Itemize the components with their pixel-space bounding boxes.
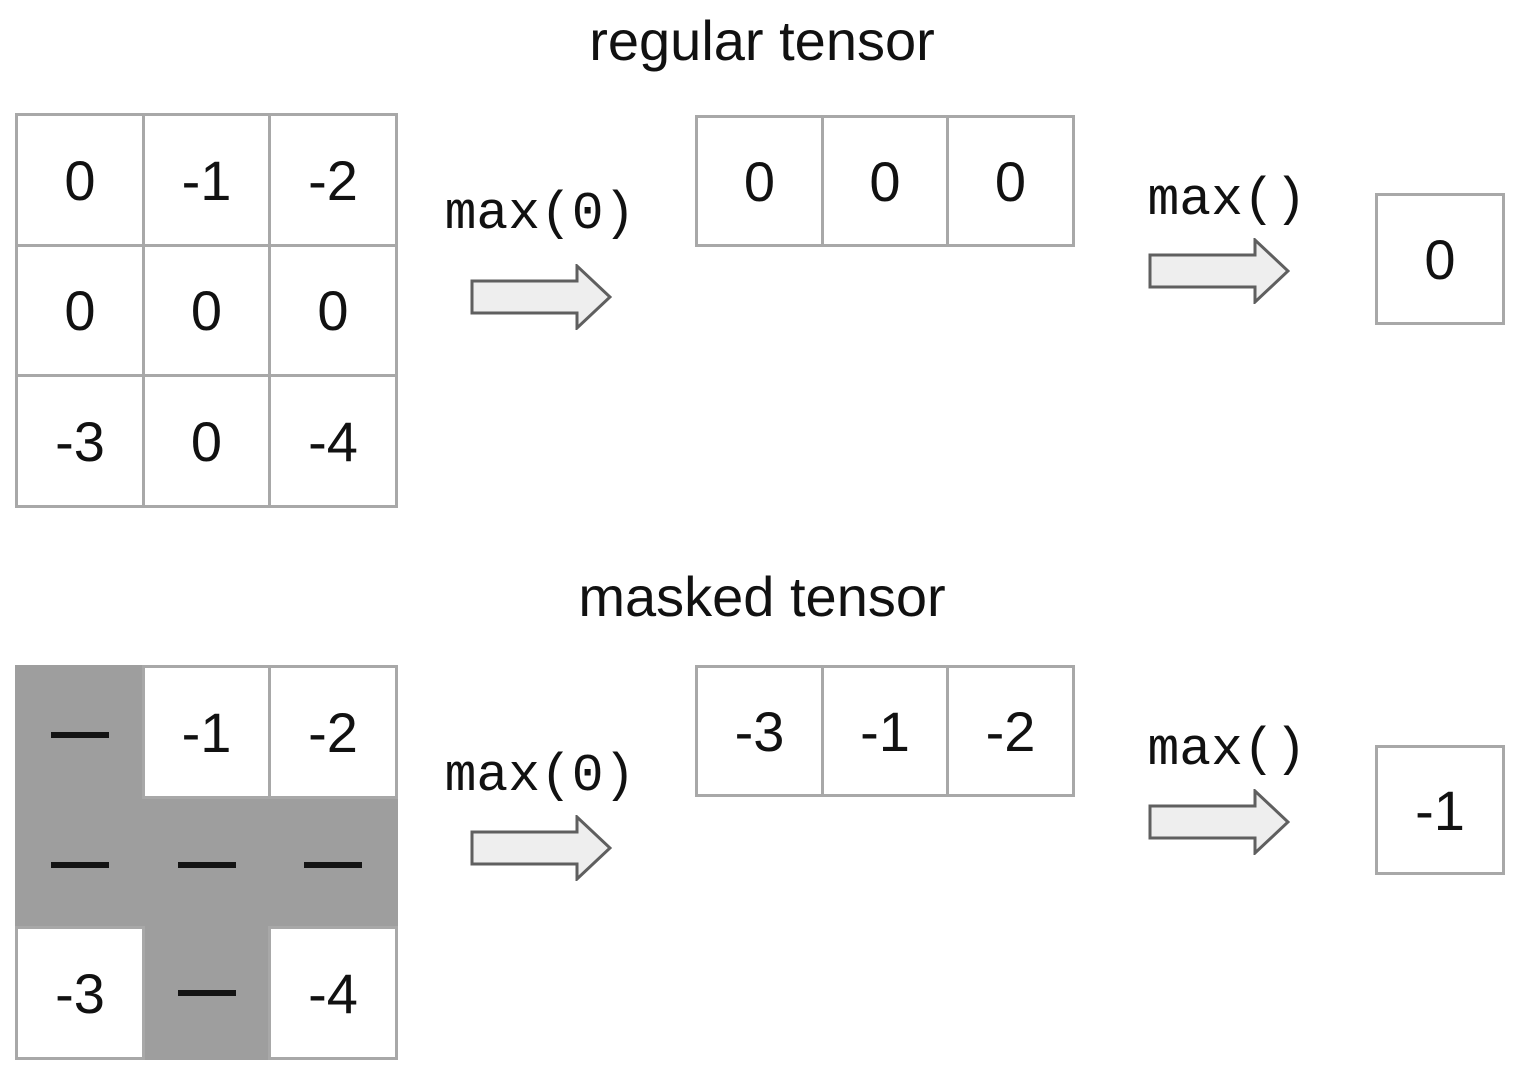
grid-cell: 0 xyxy=(142,374,271,508)
grid-cell: -4 xyxy=(268,926,398,1060)
masked-value-dash xyxy=(178,990,236,996)
masked-value-dash xyxy=(304,862,362,868)
masked-value-dash xyxy=(51,732,109,738)
regular-tensor-title: regular tensor xyxy=(589,9,935,72)
grid-cell: -3 xyxy=(15,926,145,1060)
grid-cell: -2 xyxy=(268,113,398,247)
row-cell: 0 xyxy=(821,115,949,247)
arrow-right-icon xyxy=(1148,789,1290,855)
arrow-right-icon xyxy=(470,815,612,881)
grid-cell: -2 xyxy=(268,665,398,799)
grid-cell: 0 xyxy=(15,244,145,377)
regular-result-cell: 0 xyxy=(1375,193,1505,325)
regular-input-grid: 0 -1 -2 0 0 0 -3 0 -4 xyxy=(15,113,398,508)
grid-cell: 0 xyxy=(268,244,398,377)
regular-max0-label: max(0) xyxy=(444,184,636,244)
row-cell: -2 xyxy=(946,665,1075,797)
grid-cell: -3 xyxy=(15,374,145,508)
regular-max-label: max() xyxy=(1147,170,1307,230)
grid-cell: 0 xyxy=(15,113,145,247)
masked-max0-label: max(0) xyxy=(444,746,636,806)
arrow-right-icon xyxy=(470,264,612,330)
row-cell: -3 xyxy=(695,665,824,797)
grid-cell: -1 xyxy=(142,665,271,799)
masked-value-dash xyxy=(51,862,109,868)
row-cell: -1 xyxy=(821,665,949,797)
grid-cell: 0 xyxy=(142,244,271,377)
row-cell: 0 xyxy=(695,115,824,247)
masked-max-label: max() xyxy=(1147,720,1307,780)
grid-cell: -1 xyxy=(142,113,271,247)
masked-value-dash xyxy=(178,862,236,868)
regular-reduced-row: 0 0 0 xyxy=(695,115,1075,247)
masked-reduced-row: -3 -1 -2 xyxy=(695,665,1075,797)
row-cell: 0 xyxy=(946,115,1075,247)
arrow-right-icon xyxy=(1148,238,1290,304)
grid-cell: -4 xyxy=(268,374,398,508)
masked-tensor-title: masked tensor xyxy=(578,565,946,628)
masked-result-cell: -1 xyxy=(1375,745,1505,875)
masked-input-grid: -1 -2 -3 -4 xyxy=(15,665,398,1060)
